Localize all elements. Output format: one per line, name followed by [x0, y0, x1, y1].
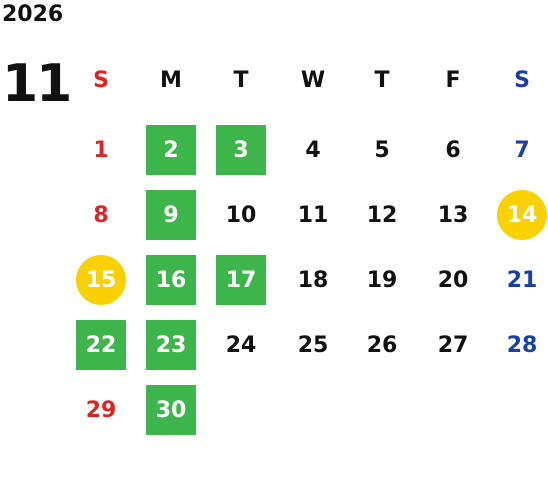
- weekday-header-wed: W: [300, 67, 326, 93]
- day-cell-16: 16: [146, 255, 196, 305]
- day-cell-22: 22: [76, 320, 126, 370]
- day-cell-3: 3: [216, 125, 266, 175]
- day-cell-30: 30: [146, 385, 196, 435]
- day-cell-4: 4: [305, 137, 321, 163]
- day-cell-20: 20: [437, 267, 469, 293]
- weekday-header-sat: S: [514, 67, 530, 93]
- day-cell-10: 10: [225, 202, 257, 228]
- day-cell-23: 23: [146, 320, 196, 370]
- day-cell-12: 12: [366, 202, 398, 228]
- day-cell-8: 8: [93, 202, 109, 228]
- day-cell-1: 1: [93, 137, 109, 163]
- weekday-header-fri: F: [445, 67, 461, 93]
- day-cell-29: 29: [85, 397, 117, 423]
- day-cell-2: 2: [146, 125, 196, 175]
- day-cell-15: 15: [76, 255, 126, 305]
- day-cell-7: 7: [514, 137, 530, 163]
- day-cell-21: 21: [506, 267, 538, 293]
- weekday-header-sun: S: [93, 67, 109, 93]
- day-cell-5: 5: [374, 137, 390, 163]
- day-cell-13: 13: [437, 202, 469, 228]
- year-label: 2026: [2, 2, 64, 27]
- day-cell-28: 28: [506, 332, 538, 358]
- day-cell-17: 17: [216, 255, 266, 305]
- weekday-header-tue: T: [233, 67, 249, 93]
- day-cell-25: 25: [297, 332, 329, 358]
- day-cell-11: 11: [297, 202, 329, 228]
- weekday-header-thu: T: [374, 67, 390, 93]
- day-cell-19: 19: [366, 267, 398, 293]
- day-cell-24: 24: [225, 332, 257, 358]
- day-cell-6: 6: [445, 137, 461, 163]
- day-cell-9: 9: [146, 190, 196, 240]
- weekday-header-mon: M: [160, 67, 182, 93]
- day-cell-14: 14: [497, 190, 547, 240]
- month-number: 11: [2, 54, 72, 114]
- day-cell-27: 27: [437, 332, 469, 358]
- day-cell-18: 18: [297, 267, 329, 293]
- day-cell-26: 26: [366, 332, 398, 358]
